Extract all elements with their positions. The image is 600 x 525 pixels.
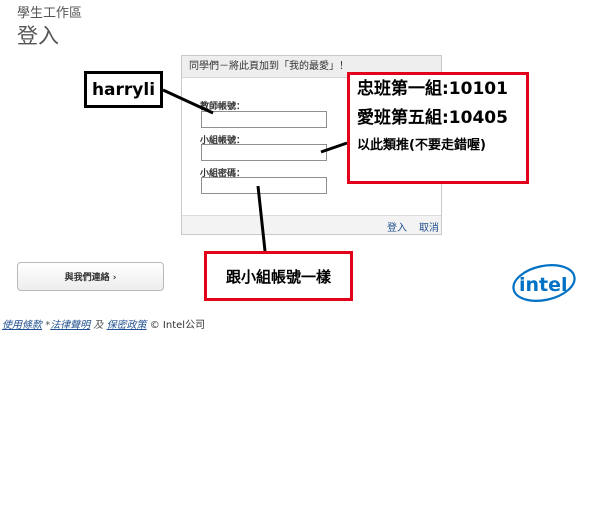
group-password-label: 小組密碼： (200, 169, 246, 179)
login-button[interactable]: 登入 (387, 223, 407, 234)
group-account-note-line3: 以此類推(不要走錯喔) (357, 138, 486, 153)
intel-logo-text: intel (519, 274, 568, 296)
teacher-account-label: 教師帳號： (200, 102, 246, 112)
cancel-button[interactable]: 取消 (419, 223, 439, 234)
group-account-note-line1: 忠班第一組:10101 (357, 79, 508, 99)
and-text: 及 (93, 320, 104, 331)
group-account-note: 忠班第一組:10101 愛班第五組:10405 以此類推(不要走錯喔) (347, 72, 529, 184)
contact-us-button[interactable]: 與我們連絡 › (17, 262, 164, 291)
group-account-input[interactable] (201, 144, 327, 161)
password-note: 跟小組帳號一樣 (204, 251, 353, 301)
terms-link[interactable]: 使用條款 (2, 320, 42, 331)
page-title: 登入 (17, 24, 59, 48)
legal-link[interactable]: 法律聲明 (50, 320, 91, 331)
site-footer: 使用條款 *法律聲明 及 保密政策 © Intel公司 (2, 316, 205, 331)
login-panel-footer: 登入 取消 (182, 215, 441, 234)
teacher-account-note: harryli (84, 71, 163, 108)
legal-prefix: * (45, 320, 51, 331)
intel-logo: intel (512, 264, 576, 302)
teacher-account-input[interactable] (201, 111, 327, 128)
group-account-label: 小組帳號： (200, 136, 246, 146)
privacy-link[interactable]: 保密政策 (106, 320, 147, 331)
copyright-text: © Intel公司 (149, 320, 206, 331)
group-password-input[interactable] (201, 177, 327, 194)
group-account-note-line2: 愛班第五組:10405 (357, 108, 508, 128)
page-subtitle: 學生工作區 (17, 6, 83, 21)
